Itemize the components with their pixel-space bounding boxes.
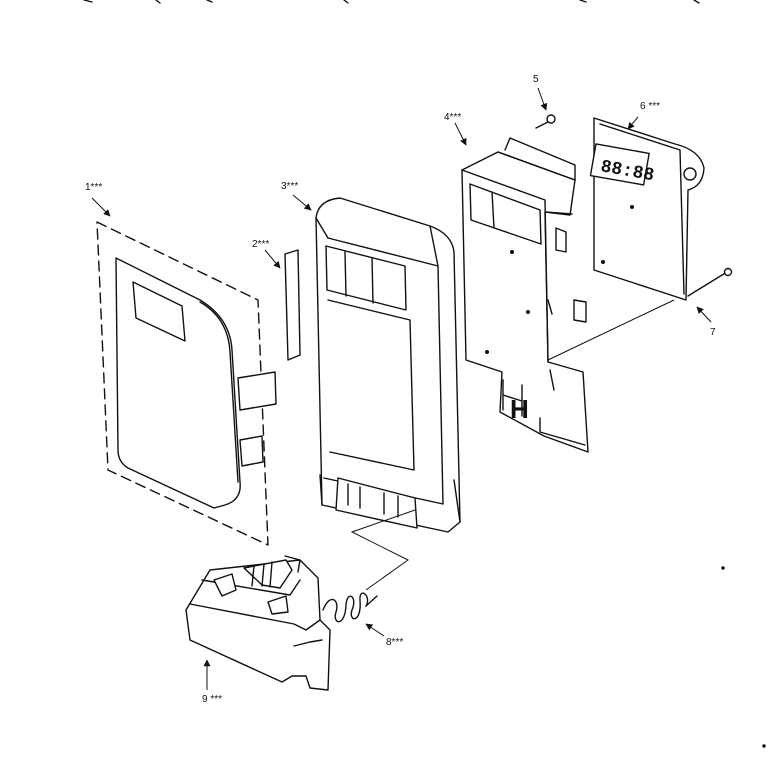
part-3-control-panel [315, 197, 461, 533]
callout-5: 5 [533, 74, 539, 85]
callout-3: 3*** [281, 181, 298, 192]
scan-marks [83, 0, 766, 748]
part-1-door-assembly [96, 221, 277, 546]
callout-2: 2*** [252, 239, 269, 250]
callout-8: 8*** [386, 637, 403, 648]
part-2-strip [284, 249, 301, 361]
callout-1: 1*** [85, 182, 102, 193]
part-7-screw [687, 267, 733, 297]
part-4-control-board: H [461, 137, 589, 453]
callout-labels: 1*** 2*** 3*** 4*** 5 6 *** 7 8*** 9 *** [85, 74, 716, 705]
callout-leaders [91, 87, 712, 690]
part-8-spring [322, 592, 378, 623]
callout-9: 9 *** [202, 694, 222, 705]
board-mark: H [510, 394, 529, 424]
callout-4: 4*** [444, 112, 461, 123]
callout-7: 7 [710, 327, 716, 338]
part-5-screw [535, 114, 556, 129]
part-9-latch-lever [185, 555, 331, 691]
callout-6: 6 *** [640, 101, 660, 112]
assembly-connector-lines [350, 299, 675, 591]
part-6-display-board: 88:88 [589, 117, 705, 301]
